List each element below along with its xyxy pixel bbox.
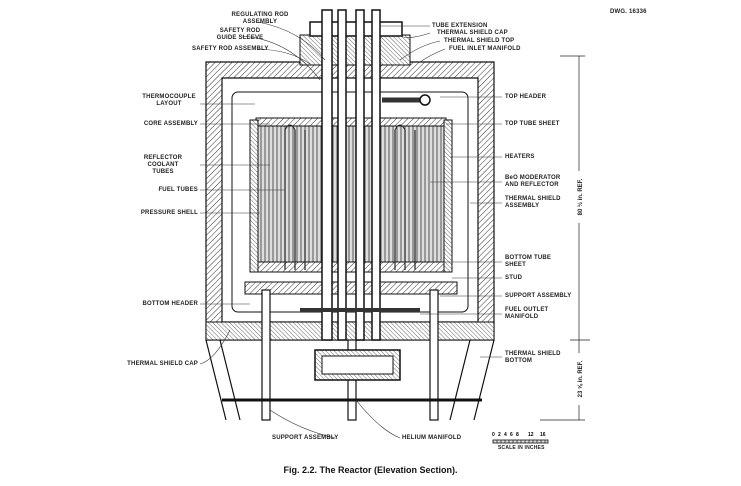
reflector-right xyxy=(443,119,453,273)
label-top-header: TOP HEADER xyxy=(505,94,547,100)
thermal-shield-bottom xyxy=(205,321,495,341)
regulating-rod xyxy=(321,9,333,341)
scale-tick: 4 xyxy=(504,432,507,438)
label-thermal-shield-cap: THERMAL SHIELD CAP xyxy=(127,361,198,367)
scale-label: SCALE IN INCHES xyxy=(498,445,545,451)
label-thermal-shield-cap-top: THERMAL SHIELD CAP xyxy=(437,30,508,36)
label-fuel-outlet: FUEL OUTLET MANIFOLD xyxy=(505,307,549,320)
scale-tick: 16 xyxy=(540,432,546,438)
safety-rod xyxy=(371,9,381,341)
label-thermal-shield-top: THERMAL SHIELD TOP xyxy=(444,38,515,44)
label-fuel-inlet-manifold: FUEL INLET MANIFOLD xyxy=(449,46,521,52)
label-safety-rod-guide: SAFETY ROD GUIDE SLEEVE xyxy=(216,28,264,41)
scale-tick: 8 xyxy=(516,432,519,438)
label-beo: BeO MODERATOR AND REFLECTOR xyxy=(505,175,561,188)
label-helium-manifold: HELIUM MANIFOLD xyxy=(402,435,462,441)
dimension-upper: 80 ½ in. REF. xyxy=(578,171,584,223)
thermal-shield-top xyxy=(299,34,411,66)
label-safety-rod-assembly: SAFETY ROD ASSEMBLY xyxy=(192,46,269,52)
drawing-number: DWG. 16336 xyxy=(610,9,647,15)
scale-bar xyxy=(492,439,549,444)
label-fuel-tubes: FUEL TUBES xyxy=(158,187,198,193)
label-reflector-coolant: REFLECTOR COOLANT TUBES xyxy=(143,155,183,175)
label-thermal-shield-bottom: THERMAL SHIELD BOTTOM xyxy=(505,351,561,364)
scale-tick: 2 xyxy=(498,432,501,438)
figure-caption: Fig. 2.2. The Reactor (Elevation Section… xyxy=(283,465,458,475)
fuel-tubes xyxy=(284,130,416,270)
label-tube-extension: TUBE EXTENSION xyxy=(432,23,488,29)
helium-manifold-inner xyxy=(321,355,394,375)
top-tube-sheet xyxy=(255,117,447,127)
label-bottom-header: BOTTOM HEADER xyxy=(142,301,198,307)
label-thermocouple: THERMOCOUPLE LAYOUT xyxy=(142,94,196,107)
label-support-assembly-bottom: SUPPORT ASSEMBLY xyxy=(272,435,339,441)
scale-tick: 0 xyxy=(492,432,495,438)
safety-rod xyxy=(355,9,365,341)
safety-rod xyxy=(337,9,347,341)
leader-lines xyxy=(199,21,502,439)
label-thermal-shield-assembly: THERMAL SHIELD ASSEMBLY xyxy=(505,196,561,209)
label-stud: STUD xyxy=(505,275,523,281)
label-regulating-rod: REGULATING ROD ASSEMBLY xyxy=(231,12,289,25)
support-plate xyxy=(244,281,458,295)
label-heaters: HEATERS xyxy=(505,154,535,160)
label-support-assembly-right: SUPPORT ASSEMBLY xyxy=(505,293,572,299)
tube-bends xyxy=(284,124,406,131)
label-pressure-shell: PRESSURE SHELL xyxy=(140,210,198,216)
reflector-left xyxy=(249,119,259,273)
label-bottom-tube-sheet: BOTTOM TUBE SHEET xyxy=(505,255,552,268)
scale-tick: 12 xyxy=(528,432,534,438)
scale-tick: 6 xyxy=(510,432,513,438)
scale-ticks: 0 2 4 6 8 12 16 xyxy=(490,432,552,439)
fuel-inlet-flange xyxy=(419,94,431,106)
label-top-tube-sheet: TOP TUBE SHEET xyxy=(505,121,560,127)
label-core-assembly: CORE ASSEMBLY xyxy=(143,121,198,127)
dimension-lines xyxy=(540,55,590,421)
dimension-lower: 23 ⅝ in. REF. xyxy=(578,353,584,405)
